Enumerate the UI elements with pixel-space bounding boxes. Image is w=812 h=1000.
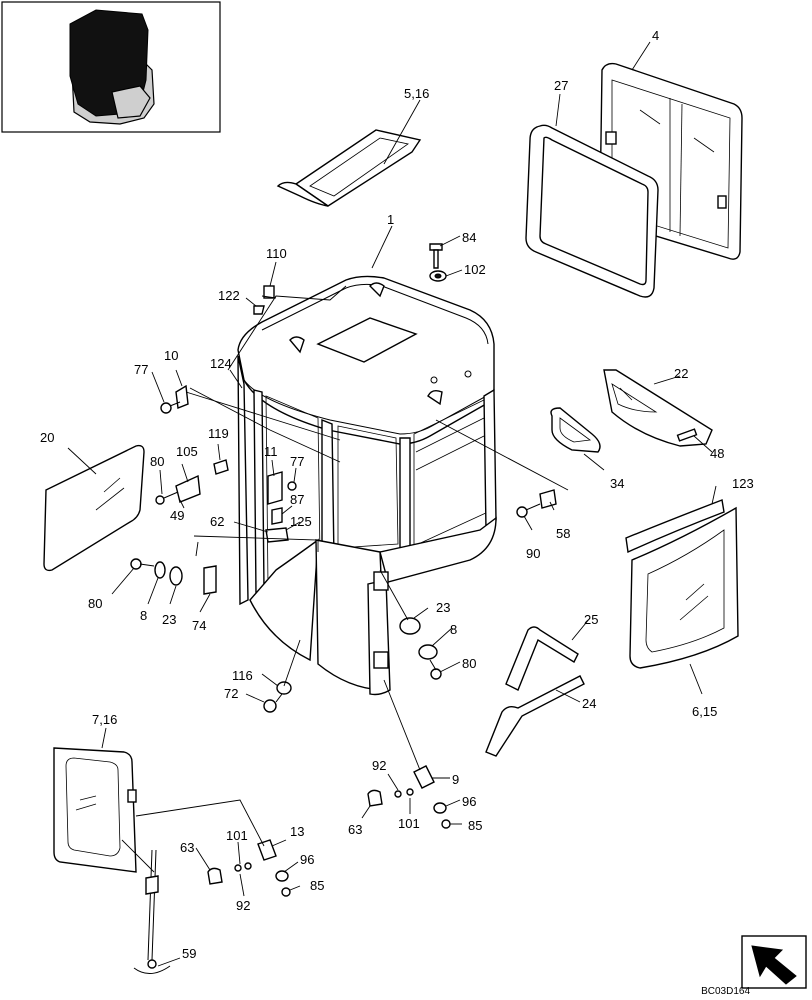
callout-101-right: 101 [398, 816, 420, 831]
callout-80-lower-left: 80 [88, 596, 102, 611]
callout-62: 62 [210, 514, 224, 529]
callout-25: 25 [584, 612, 598, 627]
callout-124: 124 [210, 356, 232, 371]
callout-122: 122 [218, 288, 240, 303]
leader-lines [67, 41, 717, 967]
roof-latch-hardware [253, 285, 277, 315]
callout-20: 20 [40, 430, 54, 445]
latch-hardware-right [516, 489, 557, 518]
callout-77-upper: 77 [134, 362, 148, 377]
callout-72: 72 [224, 686, 238, 701]
callout-84: 84 [462, 230, 476, 245]
bracket-10-77 [160, 384, 189, 414]
cab-door [53, 747, 137, 873]
callout-59: 59 [182, 946, 196, 961]
callout-80-left: 80 [150, 454, 164, 469]
callout-13: 13 [290, 824, 304, 839]
callout-74: 74 [192, 618, 206, 633]
callout-90: 90 [526, 546, 540, 561]
callout-102: 102 [464, 262, 486, 277]
callout-7-16: 7,16 [92, 712, 117, 727]
callout-119: 119 [208, 426, 229, 441]
callout-80-right: 80 [462, 656, 476, 671]
callout-4: 4 [652, 28, 659, 43]
callout-27: 27 [554, 78, 568, 93]
callout-22: 22 [674, 366, 688, 381]
hinge-hardware-left [155, 459, 297, 543]
callout-5-16: 5,16 [404, 86, 429, 101]
callout-24: 24 [582, 696, 596, 711]
quarter-glass-seal [550, 407, 601, 453]
callout-110: 110 [266, 246, 287, 261]
callout-101-lower: 101 [226, 828, 248, 843]
callout-23-right: 23 [436, 600, 450, 615]
callout-92-right: 92 [372, 758, 386, 773]
orientation-arrow-icon [751, 945, 797, 985]
front-windshield [625, 499, 739, 669]
callout-63-lower: 63 [180, 840, 194, 855]
orientation-arrow-box [741, 935, 807, 989]
door-catch-hardware-lower [207, 839, 291, 897]
callout-96-lower: 96 [300, 852, 314, 867]
door-hold-rod [133, 849, 171, 974]
callout-10: 10 [164, 348, 178, 363]
callout-labels: 1 4 5,16 27 84 102 110 122 10 77 124 22 … [40, 28, 754, 961]
callout-125: 125 [290, 514, 312, 529]
window-seal [525, 124, 659, 298]
rear-quarter-glass [603, 369, 713, 447]
machine-thumbnail [1, 1, 221, 133]
callout-34: 34 [610, 476, 624, 491]
door-catch-hardware-right [367, 765, 451, 829]
callout-49: 49 [170, 508, 184, 523]
callout-123: 123 [732, 476, 754, 491]
callout-23-left: 23 [162, 612, 176, 627]
callout-63-right: 63 [348, 822, 362, 837]
bumper-hardware [263, 681, 292, 713]
callout-6-15: 6,15 [692, 704, 717, 719]
callout-8-right: 8 [450, 622, 457, 637]
left-side-glass [43, 444, 145, 572]
callout-85-lower: 85 [310, 878, 324, 893]
callout-92-lower: 92 [236, 898, 250, 913]
callout-116: 116 [232, 668, 253, 683]
callout-48: 48 [710, 446, 724, 461]
callout-87: 87 [290, 492, 304, 507]
cab-main-frame [237, 275, 497, 696]
callout-105: 105 [176, 444, 198, 459]
bolt-and-washer [429, 243, 447, 282]
callout-85-right: 85 [468, 818, 482, 833]
callout-11: 11 [264, 444, 278, 459]
callout-77-lower: 77 [290, 454, 304, 469]
drawing-code: BC03D164 [701, 986, 750, 997]
callout-1: 1 [387, 212, 394, 227]
callout-8-left: 8 [140, 608, 147, 623]
roof-glass-panel [276, 129, 422, 207]
door-stop-hardware-right [399, 617, 442, 680]
callout-96-right: 96 [462, 794, 476, 809]
door-seal-strips [485, 626, 585, 757]
callout-58: 58 [556, 526, 570, 541]
callout-9: 9 [452, 772, 459, 787]
door-stop-hardware-left [130, 558, 217, 595]
